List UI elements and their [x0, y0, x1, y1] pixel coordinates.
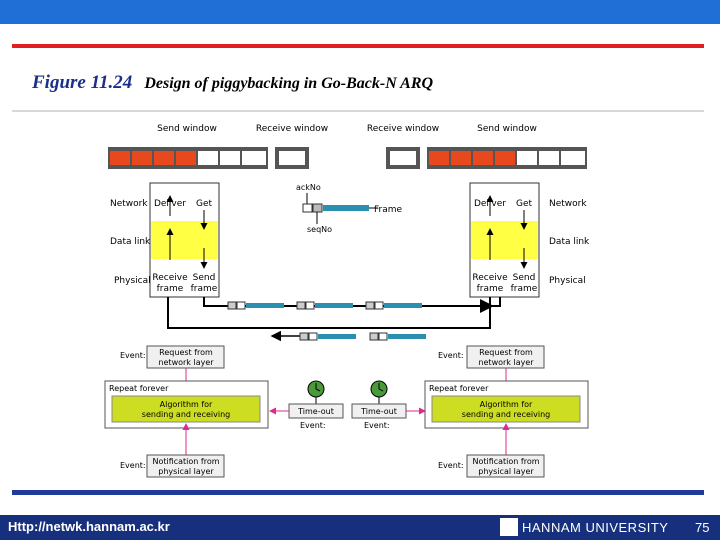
right-physical-label: Physical — [549, 276, 586, 286]
footer-url: Http://netwk.hannam.ac.kr — [8, 519, 170, 534]
ack-no-label: ackNo — [296, 183, 321, 192]
left-physical-label: Physical — [114, 276, 151, 286]
left-datalink-label: Data link — [110, 237, 151, 247]
send-window-label-left: Send window — [157, 124, 217, 134]
slide-title: Figure 11.24 Design of piggybacking in Go… — [32, 72, 433, 94]
seq-no-label: seqNo — [307, 225, 332, 234]
left-get-label: Get — [196, 199, 213, 209]
left-timer: Time-out Event: — [269, 380, 344, 430]
physical-link — [167, 297, 501, 342]
left-network-label: Network — [110, 199, 148, 209]
right-event-bottom: Event: — [438, 461, 464, 470]
right-deliver-label: Deliver — [474, 199, 506, 209]
right-repeat-label: Repeat forever — [429, 384, 489, 393]
left-event-top: Event: — [120, 351, 146, 360]
right-datalink-label: Data link — [549, 237, 590, 247]
footer-bar — [0, 515, 720, 540]
left-timeout-event: Event: — [300, 421, 326, 430]
right-network-label: Network — [549, 199, 587, 209]
left-event-bottom: Event: — [120, 461, 146, 470]
send-window-label-right: Send window — [477, 124, 537, 134]
title-underline — [12, 110, 704, 112]
university-logo-icon — [500, 518, 518, 536]
frame-label: Frame — [374, 205, 403, 215]
footer-university: HANNAM UNIVERSITY — [522, 520, 669, 535]
left-send-window — [108, 147, 268, 169]
right-timer: Time-out Event: — [351, 380, 426, 430]
right-timeout-event: Event: — [364, 421, 390, 430]
left-timeout-label: Time-out — [297, 407, 334, 416]
left-deliver-label: Deliver — [154, 199, 186, 209]
right-send-window — [427, 147, 587, 169]
title-rule — [12, 44, 704, 48]
right-get-label: Get — [516, 199, 533, 209]
left-receive-window — [275, 147, 309, 169]
page-number: 75 — [695, 520, 710, 535]
right-event-top: Event: — [438, 351, 464, 360]
left-repeat-label: Repeat forever — [109, 384, 169, 393]
right-receive-window — [386, 147, 420, 169]
right-timeout-label: Time-out — [360, 407, 397, 416]
figure-number: Figure 11.24 — [32, 72, 133, 93]
frame-legend: ackNo Frame seqNo — [296, 183, 403, 234]
receive-window-label-right: Receive window — [367, 124, 439, 134]
receive-window-label-left: Receive window — [256, 124, 328, 134]
top-bar — [0, 0, 720, 24]
footer-rule — [12, 490, 704, 495]
figure-caption: Design of piggybacking in Go-Back-N ARQ — [144, 75, 434, 92]
